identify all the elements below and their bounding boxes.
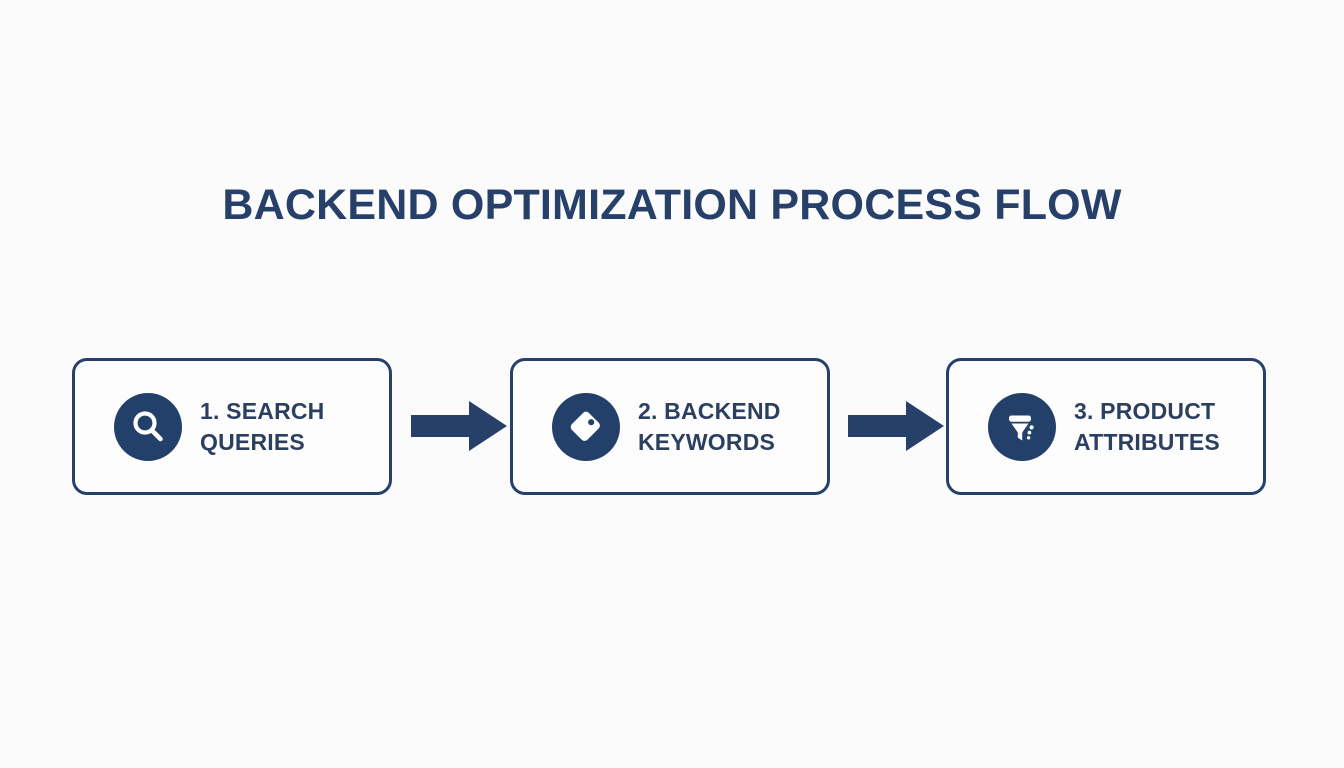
- process-step-label-line1: 2. BACKEND: [638, 397, 781, 424]
- process-step-label-line2: ATTRIBUTES: [1074, 428, 1220, 455]
- magnifier-icon: [114, 392, 182, 461]
- process-step-label-line2: KEYWORDS: [638, 428, 776, 455]
- page-title: BACKEND OPTIMIZATION PROCESS FLOW: [222, 181, 1122, 229]
- process-step-backend-keywords[interactable]: 2. BACKEND KEYWORDS: [510, 358, 830, 495]
- funnel-filter-icon: [988, 392, 1056, 461]
- process-step-label: 2. BACKEND KEYWORDS: [638, 396, 781, 457]
- process-step-label: 1. SEARCH QUERIES: [200, 396, 325, 457]
- process-step-label-line2: QUERIES: [200, 428, 305, 455]
- process-step-label-line1: 3. PRODUCT: [1074, 397, 1216, 424]
- process-step-label: 3. PRODUCT ATTRIBUTES: [1074, 396, 1220, 457]
- process-step-product-attributes[interactable]: 3. PRODUCT ATTRIBUTES: [946, 358, 1266, 495]
- process-flow-row: 1. SEARCH QUERIES 2. BACKEND KEYWORDS: [0, 358, 1344, 498]
- process-step-label-line1: 1. SEARCH: [200, 397, 325, 424]
- price-tag-icon: [552, 392, 620, 461]
- flow-arrow-right-icon: [411, 399, 508, 453]
- flow-arrow-right-icon: [848, 399, 945, 453]
- process-step-search-queries[interactable]: 1. SEARCH QUERIES: [72, 358, 392, 495]
